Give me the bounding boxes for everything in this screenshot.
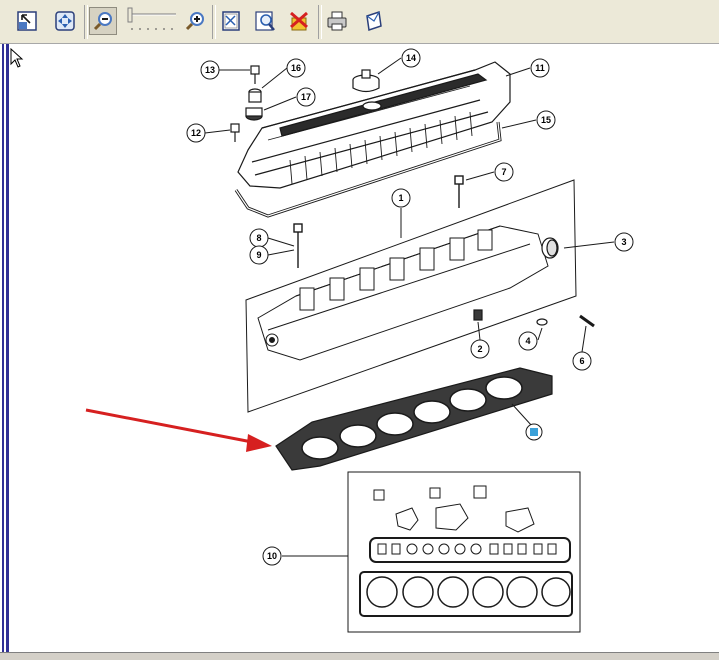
callout-label-1: 1 — [398, 193, 403, 203]
callout-2: 2 — [470, 339, 490, 359]
zoom-out-button[interactable] — [89, 7, 117, 35]
page-back-icon — [17, 11, 37, 31]
callout-15: 15 — [536, 110, 556, 130]
callout-label-17: 17 — [301, 92, 311, 102]
hotspot-marker-icon — [530, 428, 538, 436]
send-button[interactable] — [360, 7, 388, 35]
head-bolts — [293, 175, 464, 268]
exploded-parts-diagram: 13 16 14 11 17 12 15 7 1 8 9 3 4 2 6 10 — [10, 44, 719, 652]
rotate-icon — [222, 11, 240, 31]
callout-12: 12 — [186, 123, 206, 143]
fit-page-icon — [55, 11, 75, 31]
callout-label-8: 8 — [256, 233, 261, 243]
print-button[interactable] — [323, 7, 351, 35]
small-hardware — [230, 65, 263, 142]
rotate-button[interactable] — [217, 7, 245, 35]
head-small-parts — [473, 309, 595, 328]
callout-11: 11 — [530, 58, 550, 78]
callout-1: 1 — [391, 188, 411, 208]
callout-7: 7 — [494, 162, 514, 182]
callout-6: 6 — [572, 351, 592, 371]
gasket-hotspot[interactable] — [525, 423, 543, 441]
callout-3: 3 — [614, 232, 634, 252]
valve-cover — [237, 61, 511, 189]
zoom-slider-thumb[interactable] — [127, 7, 133, 23]
callout-label-16: 16 — [291, 63, 301, 73]
zoom-out-icon — [93, 12, 112, 31]
callouts: 13 16 14 11 17 12 15 7 1 8 9 3 4 2 6 10 — [186, 48, 634, 566]
cylinder-head — [257, 225, 549, 361]
callout-4: 4 — [518, 331, 538, 351]
callout-leaders — [204, 57, 615, 557]
callout-16: 16 — [286, 58, 306, 78]
callout-label-2: 2 — [477, 344, 482, 354]
mouse-cursor-icon — [10, 48, 24, 68]
callout-label-13: 13 — [205, 65, 215, 75]
callout-label-4: 4 — [525, 336, 530, 346]
oil-filler-cap — [352, 69, 380, 93]
callout-9: 9 — [249, 245, 269, 265]
callout-label-7: 7 — [501, 167, 506, 177]
window-left-border — [0, 44, 10, 654]
status-bar — [0, 652, 719, 660]
callout-13: 13 — [200, 60, 220, 80]
magnify-button[interactable] — [251, 7, 279, 35]
camshaft-plug — [541, 237, 559, 259]
callout-label-14: 14 — [406, 53, 416, 63]
callout-17: 17 — [296, 87, 316, 107]
callout-label-10: 10 — [267, 551, 277, 561]
magnify-icon — [255, 11, 275, 31]
zoom-in-button[interactable] — [181, 7, 209, 35]
gasket-set-panel — [347, 471, 581, 633]
callout-label-15: 15 — [541, 115, 551, 125]
callout-label-3: 3 — [621, 237, 626, 247]
callout-label-6: 6 — [579, 356, 584, 366]
print-icon — [327, 11, 347, 31]
callout-label-9: 9 — [256, 250, 261, 260]
callout-8: 8 — [249, 228, 269, 248]
cylinder-head-gasket — [275, 367, 553, 471]
callout-10: 10 — [262, 546, 282, 566]
cylinder-head-frame — [245, 179, 577, 413]
delete-button[interactable] — [285, 7, 313, 35]
send-icon — [366, 11, 382, 31]
fit-page-button[interactable] — [51, 7, 79, 35]
callout-label-12: 12 — [191, 128, 201, 138]
red-pointer-arrow — [85, 408, 272, 452]
zoom-in-icon — [185, 12, 204, 31]
toolbar — [0, 0, 719, 44]
callout-14: 14 — [401, 48, 421, 68]
page-back-button[interactable] — [13, 7, 41, 35]
delete-icon — [290, 11, 308, 31]
zoom-slider[interactable] — [124, 6, 180, 36]
callout-label-11: 11 — [535, 63, 545, 73]
